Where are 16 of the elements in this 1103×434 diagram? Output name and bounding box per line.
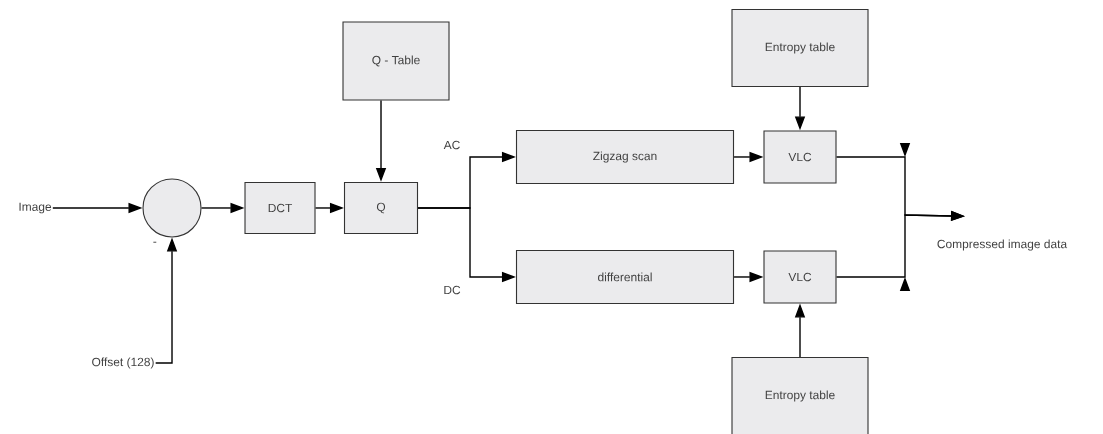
edge-label: AC — [443, 140, 460, 150]
process-box: DCT — [244, 181, 316, 235]
sign-label: - — [153, 241, 157, 243]
summing-circle — [142, 178, 202, 238]
text-label: Compressed image data — [937, 239, 1068, 251]
process-box: VLC — [763, 250, 837, 304]
text-label: Offset (128) — [92, 357, 154, 369]
process-box: Entropy table — [731, 356, 869, 434]
process-box: Zigzag scan — [515, 129, 735, 185]
process-box: Q - Table — [342, 21, 450, 101]
process-box: Entropy table — [731, 8, 869, 88]
edge-label: DC — [444, 285, 461, 295]
text-label: Image — [19, 202, 52, 214]
process-box: Q — [343, 181, 419, 235]
process-box: differential — [515, 249, 735, 305]
process-box: VLC — [763, 130, 837, 184]
